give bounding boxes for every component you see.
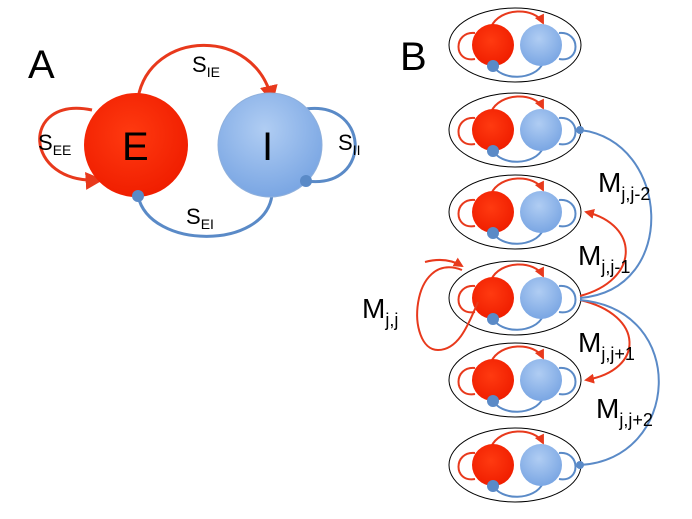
- sei-terminal-dot: [132, 190, 144, 202]
- coupling-mjj-2-arc: [579, 129, 653, 299]
- local-see-connection: [457, 198, 476, 228]
- see-label: SEE: [38, 130, 71, 158]
- local-sie-connection: [490, 10, 544, 28]
- sie-connection: [136, 43, 278, 104]
- local-inhibitory-node: [520, 359, 562, 401]
- panel-a: A E I SEE SIE SEI SII: [28, 43, 360, 238]
- local-sii-connection: [558, 284, 577, 314]
- coupling-label-mjj-2: Mj,j-2: [598, 167, 650, 204]
- coupling-mjj+2-arc: [579, 299, 660, 466]
- excitatory-node: [84, 93, 188, 197]
- local-excitatory-node: [472, 359, 514, 401]
- local-see-connection: [457, 451, 476, 481]
- column-unit: [448, 7, 582, 83]
- local-excitatory-node: [472, 277, 514, 319]
- see-connection: [38, 106, 104, 190]
- sii-terminal-dot: [300, 175, 312, 187]
- sie-label: SIE: [192, 52, 220, 80]
- coupling-label-mjj: Mj,j: [362, 293, 398, 330]
- local-sie-connection: [490, 177, 544, 195]
- coupling-label-mjj+2: Mj,j+2: [596, 393, 653, 430]
- local-inhibitory-node: [520, 109, 562, 151]
- local-excitatory-node: [472, 109, 514, 151]
- column-stack: [448, 7, 582, 503]
- local-sei-terminal-dot: [487, 227, 499, 239]
- column-unit: [448, 174, 582, 250]
- excitatory-node-label: E: [122, 125, 149, 169]
- panel-a-label: A: [28, 43, 55, 87]
- local-sii-connection: [558, 198, 577, 228]
- local-excitatory-node: [472, 444, 514, 486]
- coupling-mjj+1-arc: [579, 299, 631, 384]
- coupling-label-mjj+1: Mj,j+1: [578, 327, 635, 364]
- local-see-connection: [457, 284, 476, 314]
- local-excitatory-node: [472, 191, 514, 233]
- local-sie-connection: [490, 430, 544, 448]
- sei-connection: [136, 194, 274, 238]
- local-sei-terminal-dot: [487, 313, 499, 325]
- local-sei-terminal-dot: [487, 60, 499, 72]
- local-sei-terminal-dot: [487, 145, 499, 157]
- local-excitatory-node: [472, 24, 514, 66]
- inhibitory-node-label: I: [262, 125, 273, 169]
- local-sii-connection: [558, 31, 577, 61]
- local-see-connection: [457, 116, 476, 146]
- local-inhibitory-node: [520, 444, 562, 486]
- local-sie-connection: [490, 263, 544, 281]
- sii-label: SII: [338, 130, 360, 158]
- sii-connection: [299, 106, 357, 184]
- local-inhibitory-node: [520, 277, 562, 319]
- local-inhibitory-node: [520, 24, 562, 66]
- local-sii-connection: [558, 366, 577, 396]
- local-see-connection: [457, 366, 476, 396]
- local-sei-terminal-dot: [487, 480, 499, 492]
- coupling-mjj-arc: [416, 266, 479, 352]
- local-sei-terminal-dot: [487, 395, 499, 407]
- coupling-label-mjj-1: Mj,j-1: [578, 240, 630, 277]
- local-sii-connection: [558, 116, 577, 146]
- local-inhibitory-node: [520, 191, 562, 233]
- sei-label: SEI: [186, 204, 214, 232]
- local-sie-connection: [490, 95, 544, 113]
- column-unit: [448, 260, 582, 336]
- local-see-connection: [457, 31, 476, 61]
- panel-b-label: B: [400, 35, 427, 79]
- coupling-mjj-1-arc: [579, 209, 627, 297]
- column-unit: [448, 92, 582, 168]
- inhibitory-node: [217, 92, 323, 198]
- local-sie-connection: [490, 345, 544, 363]
- local-sii-connection: [558, 451, 577, 481]
- panel-b: B Mj,j Mj,j-1 Mj,j-2 Mj,j+1 Mj,j+2: [362, 7, 660, 503]
- column-unit: [448, 427, 582, 503]
- column-unit: [448, 342, 582, 418]
